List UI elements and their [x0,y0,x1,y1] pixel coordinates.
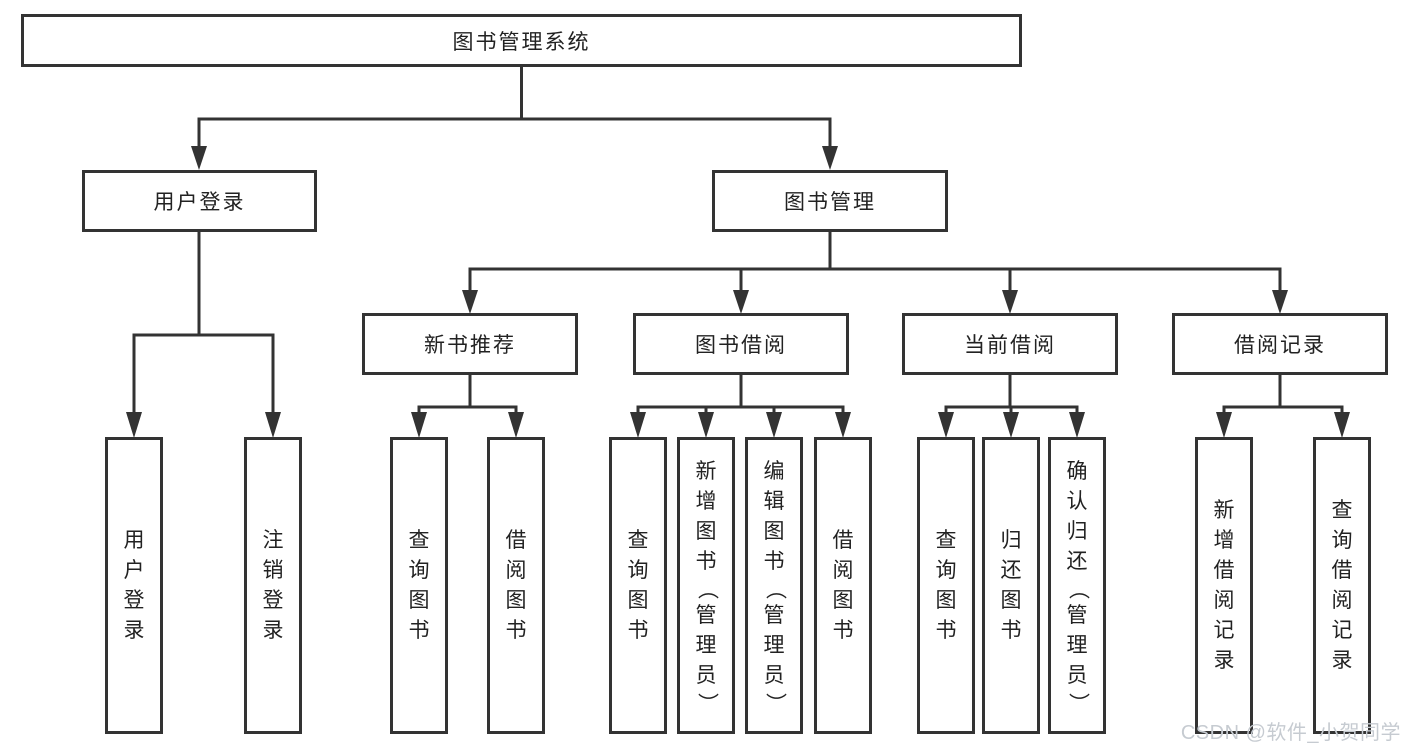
vertical-char: 书 [408,618,430,642]
node-borrow-records: 借阅记录 [1172,313,1388,375]
vertical-char: （ [1066,578,1089,599]
leaf-add-books-admin: 新增图书 （ 管理员 ） [677,437,735,734]
vertical-char: 图 [832,588,854,612]
vertical-char: 询 [1331,528,1353,552]
vertical-char: 员 [1066,663,1088,687]
leaf-user-login: 用户登录 [105,437,163,734]
vertical-char: 查 [1331,498,1353,522]
leaf-query-books-recommend: 查询图书 [390,437,448,734]
vertical-char: 图 [627,588,649,612]
vertical-char: ） [1066,692,1089,713]
vertical-char: 录 [123,618,145,642]
vertical-char: 管 [763,603,785,627]
vertical-char: （ [763,578,786,599]
vertical-char: 图 [505,588,527,612]
vertical-char: 增 [695,489,717,513]
vertical-char: 用 [123,528,145,552]
vertical-char: 阅 [1331,588,1353,612]
vertical-char: 确 [1066,459,1088,483]
vertical-char: 书 [935,618,957,642]
node-root: 图书管理系统 [21,14,1022,67]
leaf-return-books: 归还图书 [982,437,1040,734]
vertical-char: 借 [832,528,854,552]
vertical-char: 理 [763,633,785,657]
vertical-char: 借 [505,528,527,552]
vertical-char: 书 [1000,618,1022,642]
vertical-char: 图 [935,588,957,612]
vertical-char: 书 [505,618,527,642]
node-new-book-recommend: 新书推荐 [362,313,578,375]
vertical-char: 认 [1066,489,1088,513]
vertical-char: 借 [1213,558,1235,582]
vertical-char: 员 [695,663,717,687]
vertical-char: 书 [763,549,785,573]
leaf-add-borrow-record: 新增借阅记录 [1195,437,1253,734]
vertical-char: 书 [695,549,717,573]
vertical-char: 还 [1000,558,1022,582]
vertical-char: 借 [1331,558,1353,582]
vertical-char: 增 [1213,528,1235,552]
node-current-borrow: 当前借阅 [902,313,1118,375]
leaf-confirm-return-admin: 确认归还 （ 管理员 ） [1048,437,1106,734]
vertical-char: ） [695,692,718,713]
vertical-char: 登 [123,588,145,612]
leaf-query-books-current: 查询图书 [917,437,975,734]
vertical-char: 录 [262,618,284,642]
vertical-char: 阅 [505,558,527,582]
vertical-char: ） [763,692,786,713]
vertical-char: 理 [695,633,717,657]
node-book-management: 图书管理 [712,170,948,232]
vertical-char: 图 [763,519,785,543]
vertical-char: 查 [935,528,957,552]
vertical-char: 新 [1213,498,1235,522]
vertical-char: （ [695,578,718,599]
vertical-char: 阅 [832,558,854,582]
vertical-char: 注 [262,528,284,552]
vertical-char: 登 [262,588,284,612]
vertical-char: 询 [627,558,649,582]
vertical-char: 查 [627,528,649,552]
leaf-query-books-borrow: 查询图书 [609,437,667,734]
vertical-char: 管 [1066,603,1088,627]
vertical-char: 还 [1066,549,1088,573]
vertical-char: 新 [695,459,717,483]
vertical-char: 图 [695,519,717,543]
leaf-borrow-books-recommend: 借阅图书 [487,437,545,734]
vertical-char: 编 [763,459,785,483]
vertical-char: 归 [1000,528,1022,552]
csdn-watermark: CSDN @软件_小贺同学 [1180,722,1401,744]
leaf-borrow-books: 借阅图书 [814,437,872,734]
vertical-char: 图 [1000,588,1022,612]
vertical-char: 户 [123,558,145,582]
vertical-char: 销 [262,558,284,582]
vertical-char: 录 [1213,648,1235,672]
vertical-char: 记 [1213,618,1235,642]
vertical-char: 询 [935,558,957,582]
vertical-char: 记 [1331,618,1353,642]
vertical-char: 图 [408,588,430,612]
vertical-char: 询 [408,558,430,582]
vertical-char: 书 [832,618,854,642]
vertical-char: 录 [1331,648,1353,672]
vertical-char: 阅 [1213,588,1235,612]
vertical-char: 书 [627,618,649,642]
vertical-char: 查 [408,528,430,552]
vertical-char: 理 [1066,633,1088,657]
vertical-char: 归 [1066,519,1088,543]
node-user-login: 用户登录 [82,170,317,232]
node-book-borrow: 图书借阅 [633,313,849,375]
leaf-edit-books-admin: 编辑图书 （ 管理员 ） [745,437,803,734]
vertical-char: 员 [763,663,785,687]
leaf-logout: 注销登录 [244,437,302,734]
vertical-char: 管 [695,603,717,627]
vertical-char: 辑 [763,489,785,513]
leaf-query-borrow-record: 查询借阅记录 [1313,437,1371,734]
